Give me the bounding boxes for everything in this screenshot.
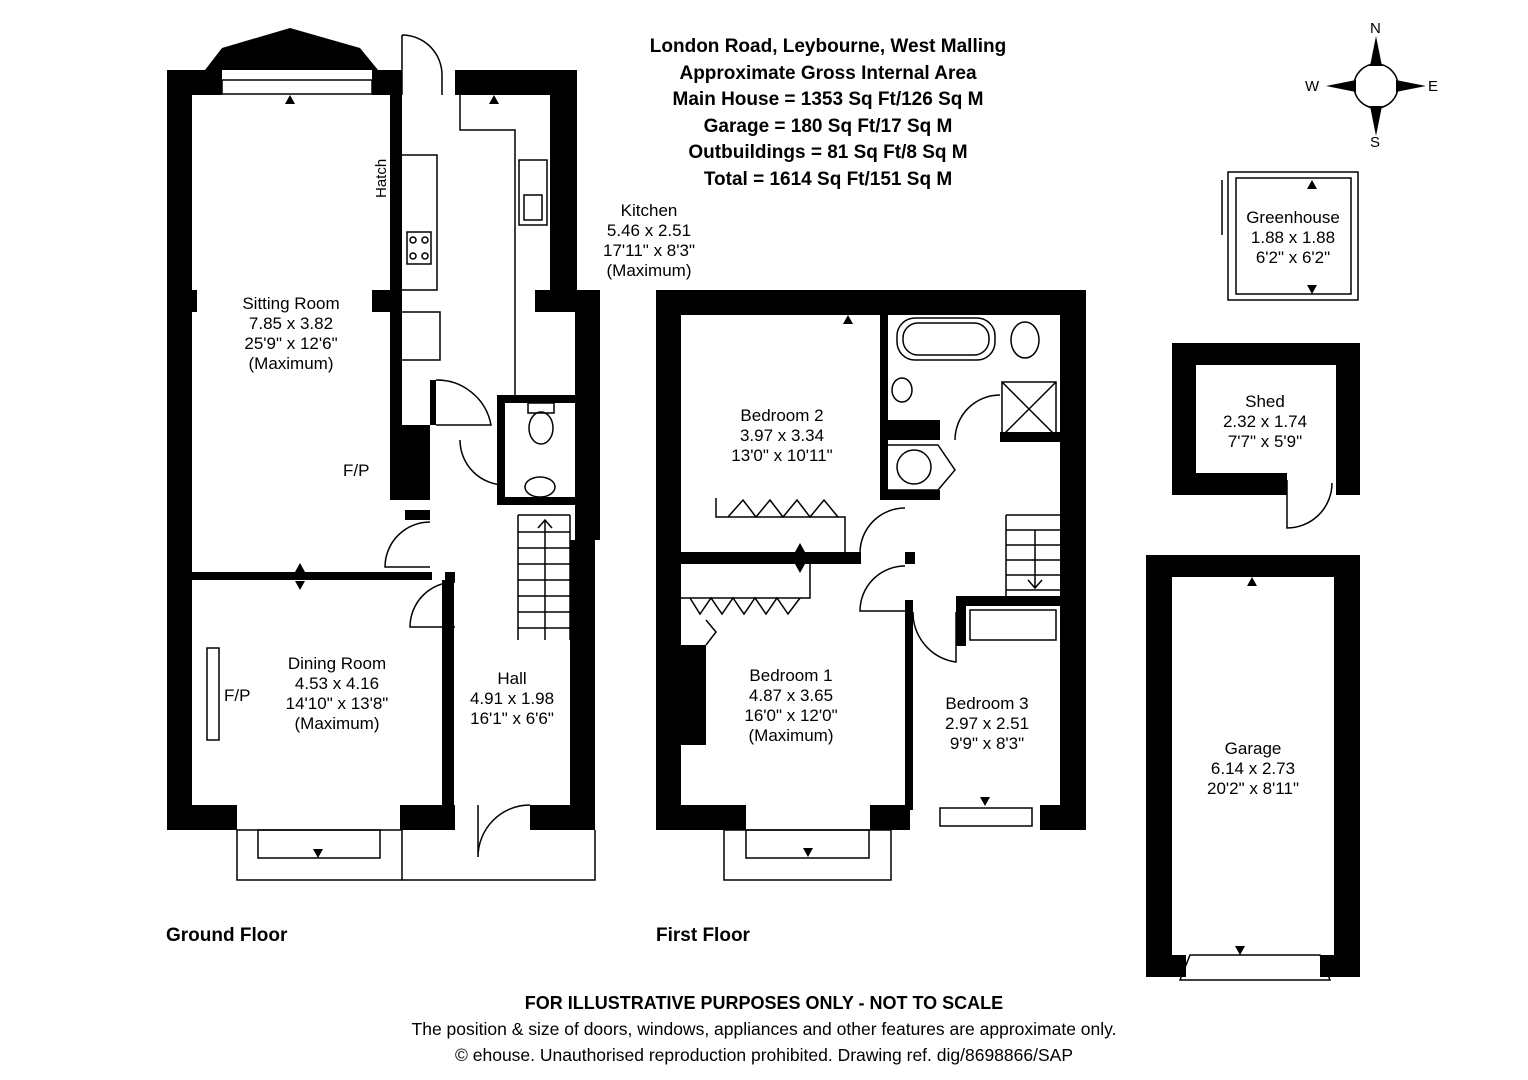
- basin-icon: [524, 476, 556, 498]
- window: [257, 829, 381, 859]
- room-dining-room: Dining Room 4.53 x 4.16 14'10" x 13'8" (…: [285, 654, 389, 733]
- compass-east: E: [1428, 78, 1439, 95]
- toilet-icon: [528, 411, 554, 445]
- window: [461, 73, 549, 93]
- room-bedroom-1: Bedroom 1 4.87 x 3.65 16'0" x 12'0" (Max…: [744, 666, 838, 745]
- compass-icon: [1353, 63, 1399, 109]
- room-hall: Hall 4.91 x 1.98 16'1" x 6'6": [469, 669, 555, 728]
- hatch-opening: [394, 149, 402, 197]
- first-floor-walls: [656, 290, 1086, 830]
- greenhouse-outline: [1227, 171, 1359, 301]
- disclaimer-note: The position & size of doors, windows, a…: [411, 1019, 1117, 1039]
- window: [939, 807, 1033, 827]
- outbuildings-area: Outbuildings = 81 Sq Ft/8 Sq M: [688, 142, 968, 163]
- title-block: London Road, Leybourne, West Malling App…: [650, 34, 1006, 193]
- room-bedroom-3: Bedroom 3 2.97 x 2.51 9'9" x 8'3": [944, 694, 1030, 753]
- hob-icon: [406, 231, 432, 265]
- bath-icon: [896, 317, 996, 361]
- window: [914, 292, 976, 308]
- first-floor-stairs: [1005, 514, 1060, 597]
- room-shed: Shed 2.32 x 1.74 7'7" x 5'9": [1222, 392, 1308, 451]
- fireplace-icon: [391, 439, 421, 496]
- sink-icon: [518, 159, 548, 226]
- main-house-area: Main House = 1353 Sq Ft/126 Sq M: [672, 89, 984, 110]
- window: [745, 829, 870, 859]
- ground-floor-walls: [167, 70, 600, 830]
- total-area: Total = 1614 Sq Ft/151 Sq M: [703, 168, 953, 190]
- window: [579, 414, 595, 466]
- kitchen-unit: [402, 311, 441, 361]
- basin-icon: [891, 377, 913, 403]
- room-sitting-room: Sitting Room 7.85 x 3.82 25'9" x 12'6" (…: [242, 294, 340, 373]
- window: [557, 154, 575, 231]
- compass-north: N: [1370, 20, 1381, 37]
- toilet-icon: [1010, 321, 1040, 359]
- hatch-label: Hatch: [373, 158, 390, 198]
- property-address: London Road, Leybourne, West Malling: [649, 36, 1007, 57]
- staircase: [517, 514, 571, 640]
- first-floor-label: First Floor: [656, 925, 750, 946]
- window: [1064, 459, 1082, 551]
- kitchen-counter: [402, 154, 438, 291]
- room-garage: Garage 6.14 x 2.73 20'2" x 8'11": [1207, 739, 1299, 798]
- fireplace-label-sitting: F/P: [343, 461, 370, 480]
- window: [221, 79, 373, 95]
- shower-icon: [1001, 381, 1057, 437]
- window: [575, 689, 593, 761]
- ground-floor-label: Ground Floor: [166, 925, 288, 946]
- fireplace-icon: [206, 647, 220, 741]
- footer: FOR ILLUSTRATIVE PURPOSES ONLY - NOT TO …: [412, 990, 1117, 1068]
- garage-walls: [1146, 555, 1360, 977]
- area-heading: Approximate Gross Internal Area: [679, 62, 977, 84]
- room-bedroom-2: Bedroom 2 3.97 x 3.34 13'0" x 10'11": [731, 406, 833, 465]
- window: [575, 519, 593, 561]
- garage-area: Garage = 180 Sq Ft/17 Sq M: [703, 115, 953, 137]
- toilet-cistern-icon: [1007, 297, 1044, 314]
- fireplace-label-dining: F/P: [224, 686, 251, 705]
- room-greenhouse: Greenhouse 1.88 x 1.88 6'2" x 6'2": [1246, 208, 1340, 267]
- compass-south: S: [1370, 134, 1381, 151]
- garage-door: [1178, 954, 1332, 981]
- window: [579, 329, 595, 381]
- cupboard: [969, 609, 1057, 641]
- compass-west: W: [1305, 78, 1320, 95]
- boiler-icon: [896, 449, 932, 485]
- copyright: © ehouse. Unauthorised reproduction proh…: [454, 1045, 1073, 1065]
- disclaimer: FOR ILLUSTRATIVE PURPOSES ONLY - NOT TO …: [524, 993, 1004, 1013]
- shed-walls: [1172, 343, 1360, 495]
- front-door-swing: [401, 34, 443, 95]
- room-kitchen: Kitchen 5.46 x 2.51 17'11" x 8'3" (Maxim…: [603, 201, 695, 280]
- sitting-room-bay: [205, 28, 378, 70]
- window: [709, 292, 856, 308]
